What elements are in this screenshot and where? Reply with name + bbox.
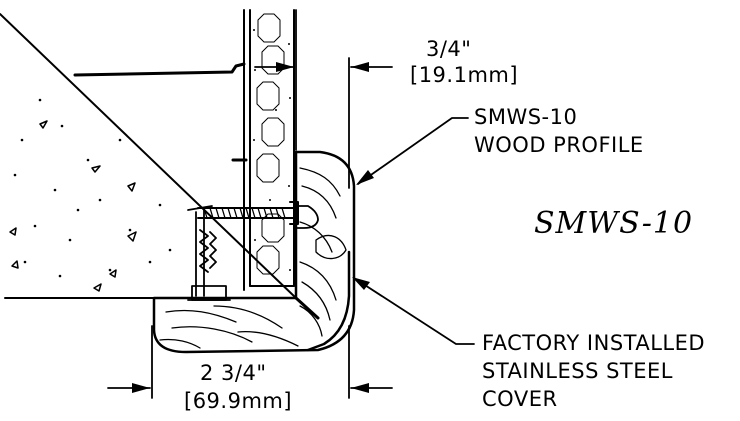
insulation-hatch-icon bbox=[256, 13, 285, 275]
arrow-head-icon bbox=[351, 383, 369, 393]
wood-profile bbox=[152, 150, 356, 354]
leader-cover bbox=[352, 277, 475, 345]
callout-profile-line2: WOOD PROFILE bbox=[474, 133, 644, 157]
dimension-bottom bbox=[107, 325, 393, 399]
dim-top-metric: [19.1mm] bbox=[410, 63, 519, 87]
leader-wood-profile bbox=[356, 117, 469, 185]
dim-top-imperial: 3/4" bbox=[426, 37, 472, 61]
dimension-top bbox=[254, 9, 393, 189]
concrete-hatch-icon bbox=[13, 98, 172, 278]
arrow-head-icon bbox=[276, 62, 294, 72]
arrow-head-icon bbox=[351, 62, 369, 72]
arrow-head-icon bbox=[352, 277, 370, 290]
callout-cover-line3: COVER bbox=[482, 387, 558, 411]
screw-icon bbox=[197, 201, 299, 225]
wall-panel bbox=[249, 9, 295, 287]
wood-grain-icon bbox=[159, 167, 347, 349]
concrete-slab bbox=[0, 13, 297, 299]
arrow-head-icon bbox=[356, 170, 374, 185]
dim-bottom-imperial: 2 3/4" bbox=[200, 361, 267, 385]
model-title: SMWS-10 bbox=[534, 206, 694, 241]
anchor-clip-icon bbox=[187, 205, 231, 301]
stainless-cover bbox=[294, 250, 351, 352]
arrow-head-icon bbox=[132, 383, 150, 393]
deck-ledge bbox=[73, 9, 248, 291]
dim-bottom-metric: [69.9mm] bbox=[184, 389, 293, 413]
callout-profile-line1: SMWS-10 bbox=[474, 105, 578, 129]
callout-cover-line2: STAINLESS STEEL bbox=[482, 359, 673, 383]
callout-cover-line1: FACTORY INSTALLED bbox=[482, 331, 706, 355]
